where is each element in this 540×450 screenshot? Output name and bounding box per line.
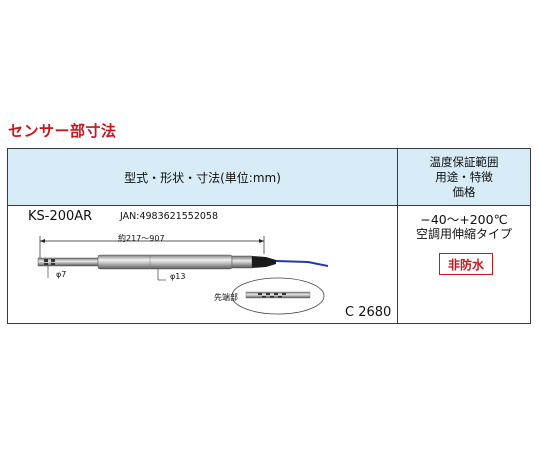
tip-part-label: 先端部 — [214, 293, 238, 302]
sensor-drawing — [37, 236, 328, 315]
tip-detail-callout — [231, 277, 325, 315]
spec-table: 型式・形状・寸法(単位:mm) 温度保証範囲 用途・特徴 価格 KS-200AR… — [7, 148, 531, 324]
probe-grip — [252, 256, 276, 268]
probe-cable — [275, 260, 328, 267]
column-divider — [397, 149, 398, 323]
section-title: センサー部寸法 — [8, 122, 117, 140]
temperature-range: −40〜+200℃ — [420, 212, 508, 227]
jan-code: JAN:4983621552058 — [120, 211, 219, 222]
header-use-feature: 用途・特徴 — [435, 169, 493, 184]
model-number: KS-200AR — [28, 209, 93, 224]
length-dimension-line — [39, 236, 265, 258]
length-label: 約217〜907 — [118, 234, 165, 243]
header-price: 価格 — [452, 184, 476, 199]
table-header-row — [8, 149, 530, 206]
tip-holes — [44, 259, 55, 265]
usage-type: 空調用伸縮タイプ — [415, 227, 512, 241]
probe-collar — [231, 255, 253, 269]
body-diameter-label: φ13 — [170, 272, 186, 281]
header-model-shape-dimensions: 型式・形状・寸法(単位:mm) — [124, 170, 281, 185]
header-temp-range: 温度保証範囲 — [429, 154, 499, 169]
non-waterproof-badge: 非防水 — [439, 253, 493, 275]
tip-diameter-label: φ7 — [56, 270, 67, 279]
probe-body — [97, 254, 233, 270]
product-code: C 2680 — [345, 305, 392, 320]
header-range-use-price: 温度保証範囲 用途・特徴 価格 — [398, 149, 530, 205]
